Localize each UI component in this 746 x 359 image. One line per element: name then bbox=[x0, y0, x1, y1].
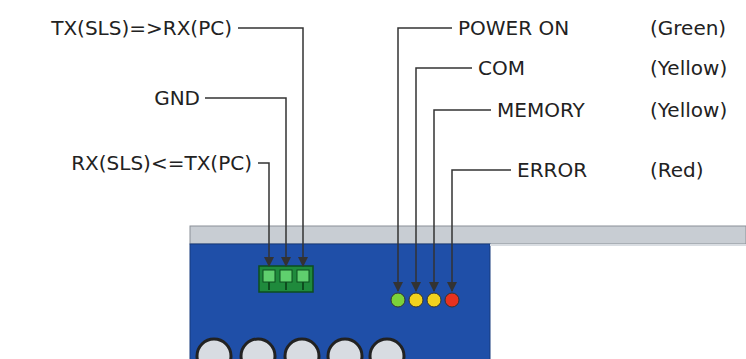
led-name: ERROR bbox=[517, 160, 587, 180]
signal-name: RX(SLS)<=TX(PC) bbox=[71, 153, 252, 173]
panel-buttons bbox=[197, 339, 404, 359]
led-color: (Green) bbox=[650, 18, 726, 38]
led-name: POWER ON bbox=[458, 18, 569, 38]
terminal-block bbox=[259, 266, 313, 292]
housing-edge bbox=[490, 244, 746, 246]
housing-top-strip bbox=[190, 226, 746, 244]
led-color: (Yellow) bbox=[650, 100, 727, 120]
signal-name: TX(SLS)=>RX(PC) bbox=[51, 18, 232, 38]
status-leds bbox=[391, 293, 459, 307]
led-name: MEMORY bbox=[497, 100, 585, 120]
signal-name: GND bbox=[154, 88, 200, 108]
led-name: COM bbox=[478, 58, 525, 78]
led-color: (Yellow) bbox=[650, 58, 727, 78]
led-color: (Red) bbox=[650, 160, 704, 180]
